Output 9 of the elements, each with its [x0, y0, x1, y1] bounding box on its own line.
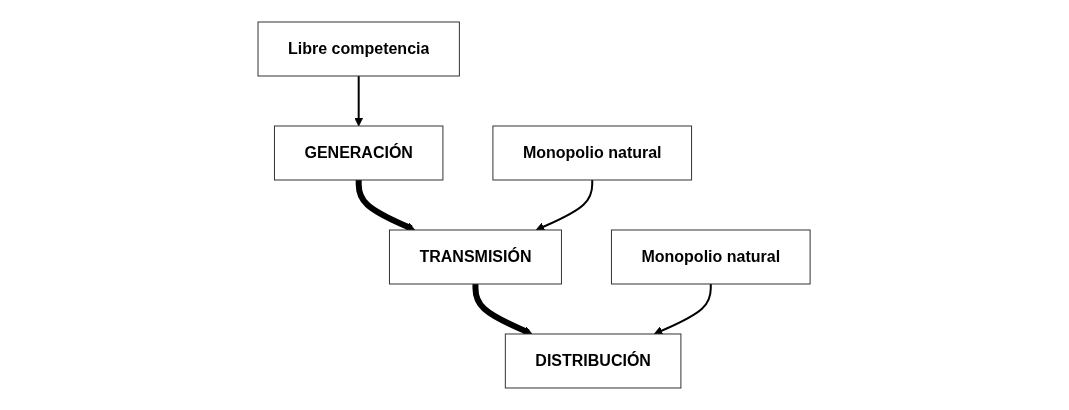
node-box: TRANSMISIÓN [389, 229, 563, 285]
node-box: GENERACIÓN [274, 125, 444, 181]
arrow [654, 283, 713, 335]
node-box: Monopolio natural [492, 125, 693, 181]
node-box: Monopolio natural [611, 229, 812, 285]
node-box: DISTRIBUCIÓN [505, 333, 682, 389]
arrow [354, 75, 364, 127]
arrow [536, 179, 594, 231]
node-box: Libre competencia [257, 21, 461, 77]
